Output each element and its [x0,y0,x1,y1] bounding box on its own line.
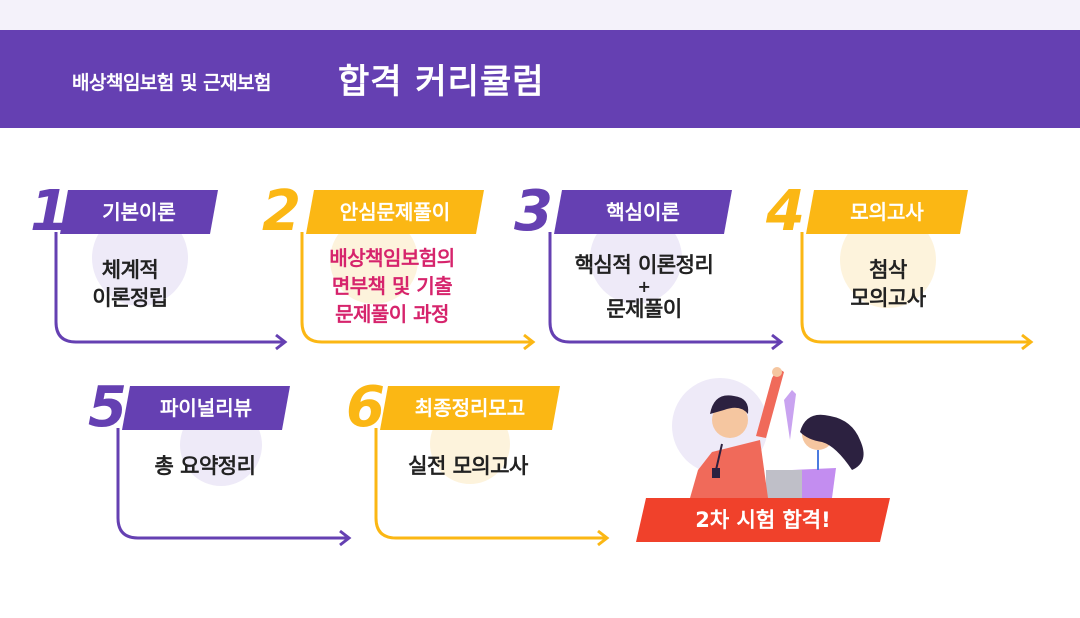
step-body-6-line-1: 실전 모의고사 [408,454,528,478]
step-tag-3: 핵심이론 [606,200,680,224]
result-badge-bg [636,498,890,542]
step-body-3: 핵심적 이론정리 + 문제풀이 [554,254,734,320]
tag-bg-6 [380,386,560,430]
step-body-5: 총 요약정리 [130,452,280,480]
step-number-1: 1 [30,179,69,244]
tag-bg-3 [554,190,732,234]
flow-line-5 [116,428,348,540]
flow-arrow-5 [339,529,352,547]
flow-line-3 [548,232,780,344]
flow-arrow-3 [771,333,784,351]
tag-bg-5 [122,386,290,430]
step-tag-1: 기본이론 [102,200,176,224]
step-number-5: 5 [88,375,127,440]
header-banner [0,30,1080,128]
step-body-6: 실전 모의고사 [388,452,548,480]
flow-arrow-1 [275,333,288,351]
step-tag-5: 파이널리뷰 [160,396,252,420]
step-body-1: 체계적 이론정립 [60,256,200,312]
banner-subtitle: 배상책임보험 및 근재보험 [72,72,272,94]
result-label: 2차 시험 합격! [695,508,831,532]
step-number-6: 6 [346,375,385,440]
step-body-5-line-1: 총 요약정리 [154,454,256,478]
step-body-3-line-1: 핵심적 이론정리 [574,253,714,277]
step-body-2-line-2: 면부책 및 기출 [331,274,453,298]
step-number-3: 3 [514,179,553,244]
top-strip [0,0,1080,30]
step-tag-2: 안심문제풀이 [339,200,451,224]
step-body-3-line-2: + [637,277,651,296]
step-number-2: 2 [262,179,301,244]
step-tag-4: 모의고사 [850,200,924,224]
flow-line-4 [800,232,1030,344]
banner-title: 합격 커리큘럼 [338,62,545,102]
flow-line-6 [374,428,606,540]
flow-line-2 [300,232,532,344]
tag-bg-4 [806,190,968,234]
step-body-1-line-1: 체계적 [101,258,159,282]
tag-bg-1 [60,190,218,234]
step-body-2-line-1: 배상책임보험의 [329,246,455,270]
step-body-4-line-2: 모의고사 [850,286,926,310]
step-body-4: 첨삭 모의고사 [818,256,958,312]
step-tag-6: 최종정리모고 [414,396,526,420]
flow-arrow-4 [1021,333,1034,351]
celebration-illustration [690,367,864,498]
step-body-1-line-2: 이론정립 [92,286,168,310]
flow-arrow-6 [597,529,610,547]
step-body-4-line-1: 첨삭 [869,258,907,282]
step-body-3-line-3: 문제풀이 [606,297,682,321]
step-body-2-line-3: 문제풀이 과정 [335,302,449,326]
flow-line-1 [54,232,284,344]
step-number-4: 4 [766,179,805,244]
tag-bg-2 [306,190,484,234]
flow-arrow-2 [523,333,536,351]
step-body-2: 배상책임보험의 면부책 및 기출 문제풀이 과정 [302,244,482,328]
